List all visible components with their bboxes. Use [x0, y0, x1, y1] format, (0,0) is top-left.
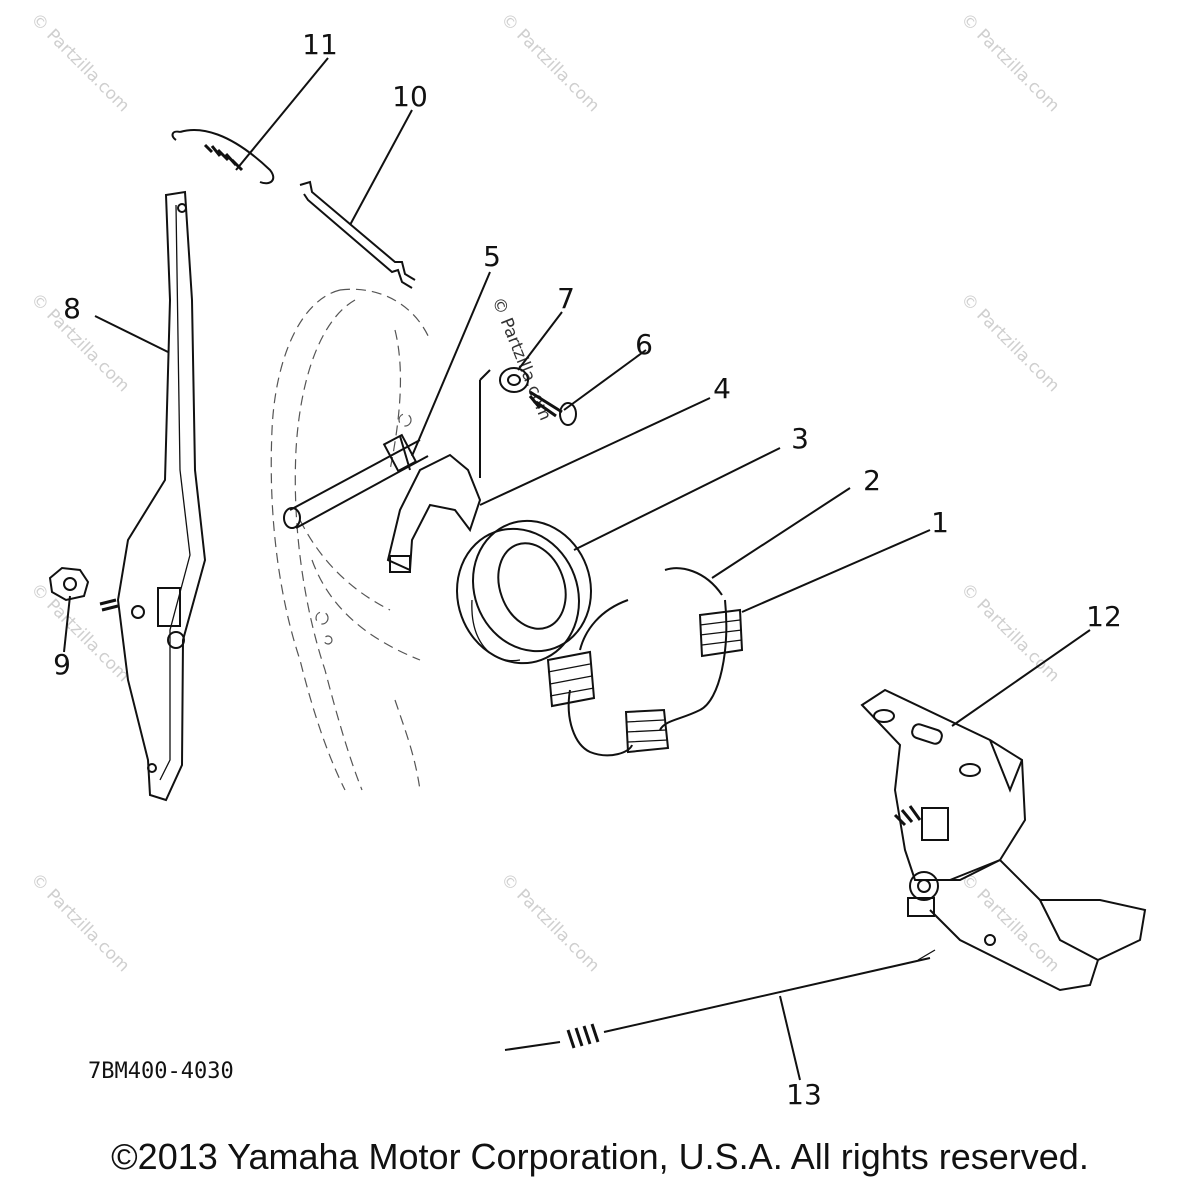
- bolt: [528, 390, 577, 426]
- watermarks: © Partzilla.com © Partzilla.com © Partzi…: [26, 9, 1063, 976]
- label-part-11: 11: [302, 28, 338, 61]
- washer: [499, 367, 529, 393]
- weight-left: [546, 650, 596, 708]
- watermark-text: © Partzilla.com: [956, 9, 1063, 116]
- spring-rod: [171, 129, 275, 185]
- label-part-2: 2: [863, 464, 881, 497]
- watermark-text: © Partzilla.com: [956, 869, 1063, 976]
- label-part-10: 10: [392, 80, 428, 113]
- copyright-notice: ©2013 Yamaha Motor Corporation, U.S.A. A…: [111, 1136, 1089, 1177]
- governor-fork: [386, 369, 491, 573]
- watermark-text-dark: © Partzilla.com: [487, 294, 555, 423]
- label-part-7: 7: [557, 282, 575, 315]
- label-part-3: 3: [791, 422, 809, 455]
- weight-right: [698, 608, 744, 658]
- watermark-text: © Partzilla.com: [496, 9, 603, 116]
- watermark-text: © Partzilla.com: [956, 289, 1063, 396]
- label-part-5: 5: [483, 240, 501, 273]
- watermark-text: © Partzilla.com: [26, 579, 133, 686]
- governor-sleeve: [456, 519, 592, 665]
- part-labels: 11 10 5 7 6 4 3 2 1 12 8 9 13: [53, 28, 1122, 1111]
- bracket-bolt: [907, 871, 939, 917]
- bracket-spring: [893, 805, 949, 841]
- leader-lines: [63, 57, 1091, 1081]
- return-spring: [504, 949, 936, 1051]
- governor-weights: [546, 567, 744, 757]
- drawing-code: 7BM400-4030: [88, 1059, 234, 1084]
- governor-lever: [116, 190, 207, 802]
- label-part-6: 6: [635, 328, 653, 361]
- nut: [48, 566, 119, 612]
- watermark-text: © Partzilla.com: [26, 9, 133, 116]
- label-part-4: 4: [713, 372, 731, 405]
- label-part-12: 12: [1086, 600, 1122, 633]
- watermark-text: © Partzilla.com: [956, 579, 1063, 686]
- label-part-13: 13: [786, 1078, 822, 1111]
- watermark-text: © Partzilla.com: [26, 869, 133, 976]
- bracket-assembly: [860, 688, 1147, 992]
- label-part-1: 1: [931, 506, 949, 539]
- weight-bottom: [624, 708, 670, 754]
- label-part-8: 8: [63, 292, 81, 325]
- engine-housing-outline: [270, 288, 431, 791]
- label-part-9: 9: [53, 648, 71, 681]
- link-rod: [299, 180, 416, 289]
- governor-shaft: [283, 433, 429, 529]
- watermark-text: © Partzilla.com: [496, 869, 603, 976]
